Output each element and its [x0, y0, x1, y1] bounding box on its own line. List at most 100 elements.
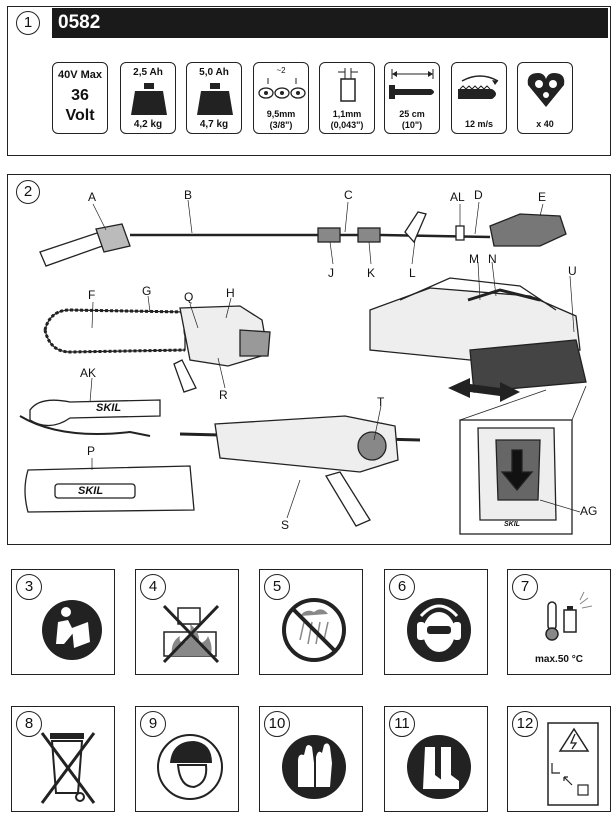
symbol-gloves: 10: [259, 706, 363, 812]
symbol-max-temperature: 7 max.50 °C: [507, 569, 611, 675]
spec-weight: 4,2 kg: [133, 119, 163, 130]
symbol-crossed-bin: 8: [11, 706, 115, 812]
label-g: G: [142, 284, 152, 298]
strap-brand-logo: SKIL: [96, 402, 122, 414]
symbol-read-manual: 3: [11, 569, 115, 675]
spec-weight: 4,7 kg: [199, 119, 229, 130]
symbol-number: 3: [16, 574, 42, 600]
bar-scabbard: [24, 465, 195, 513]
spec-link-count: x 40: [536, 119, 554, 129]
spec-speed: 12 m/s: [464, 119, 494, 129]
label-t: T: [377, 395, 385, 409]
handle-detail: [179, 415, 421, 527]
label-s: S: [281, 518, 290, 532]
symbol-number: 8: [16, 711, 42, 737]
spec-bar-cm: 25 cm: [399, 109, 425, 119]
chain-speed-icon: [458, 75, 499, 99]
section-2-number: 2: [16, 180, 40, 204]
symbol-head-protection: 9: [135, 706, 239, 812]
label-q: Q: [184, 290, 194, 304]
label-j: J: [328, 266, 334, 280]
symbol-eye-ear-protection: 6: [384, 569, 488, 675]
spec-gauge-mm: 1,1mm: [332, 109, 362, 119]
battery-housing-detail: [369, 277, 587, 393]
symbol-electric-hazard: 12: [507, 706, 611, 812]
slide-arrow: [448, 378, 520, 402]
spec-chain-speed: 12 m/s: [451, 62, 507, 134]
spec-voltage-value: 36: [71, 87, 89, 104]
battery-inset: [459, 385, 587, 535]
no-rain-icon: [282, 598, 346, 662]
section-1-frame: [7, 6, 611, 156]
label-n: N: [488, 252, 497, 266]
symbol-number: 9: [140, 711, 166, 737]
temperature-caption: max.50 °C: [535, 654, 583, 665]
spec-chain-gauge: 1,1mm (0,043"): [319, 62, 375, 134]
spec-gauge-inch: (0,043"): [330, 120, 364, 130]
spec-weight-5ah: 5,0 Ah 4,7 kg: [186, 62, 242, 134]
label-l: L: [409, 266, 416, 280]
symbol-no-fire: 4: [135, 569, 239, 675]
spec-battery-capacity: 2,5 Ah: [133, 67, 163, 78]
symbol-number: 7: [512, 574, 538, 600]
label-a: A: [88, 190, 97, 204]
spec-voltage-max: 40V Max: [57, 69, 103, 81]
label-b: B: [184, 188, 193, 202]
inset-brand-logo: SKIL: [504, 521, 520, 528]
model-number-header: 0582: [52, 8, 608, 38]
label-r: R: [219, 388, 228, 402]
label-m: M: [469, 252, 479, 266]
chain-pitch-icon: [258, 78, 306, 99]
max-temperature-icon: [545, 591, 593, 641]
electric-hazard-icon: [547, 722, 599, 806]
scabbard-brand-logo: SKIL: [78, 485, 104, 497]
pole-saw-full: [39, 211, 567, 267]
section-1-number: 1: [16, 11, 40, 35]
read-manual-icon: [42, 600, 102, 660]
spec-voltage-unit: Volt: [65, 107, 95, 124]
label-h: H: [226, 286, 235, 300]
spec-pitch-inch: (3/8"): [269, 120, 293, 130]
label-e: E: [538, 190, 547, 204]
label-p: P: [87, 444, 96, 458]
weight-icon: [131, 83, 167, 115]
section-2-frame: [7, 174, 611, 545]
head-protection-icon: [157, 734, 223, 800]
symbol-number: 12: [512, 711, 538, 737]
spec-drive-links: x 40: [517, 62, 573, 134]
harness-strap: [19, 399, 161, 437]
spec-voltage: 40V Max 36 Volt: [52, 62, 108, 134]
label-al: AL: [450, 190, 465, 204]
chain-gauge-icon: [338, 68, 358, 102]
weight-icon: [197, 83, 233, 115]
no-fire-disposal-icon: [162, 604, 220, 664]
spec-bar-length: 25 cm (10"): [384, 62, 440, 134]
drive-link-icon: [527, 73, 565, 107]
symbol-number: 11: [389, 711, 415, 737]
spec-bar-inch: (10"): [401, 120, 423, 130]
label-d: D: [474, 188, 483, 202]
crossed-bin-icon: [40, 732, 96, 804]
label-ag: AG: [580, 504, 598, 518]
spec-pitch-marker: ~2: [276, 66, 286, 75]
symbol-number: 10: [264, 711, 290, 737]
eye-ear-protection-icon: [407, 598, 471, 662]
guide-bar-icon: [389, 69, 434, 99]
spec-pitch-mm: 9,5mm: [266, 109, 296, 119]
label-ak: AK: [80, 366, 97, 380]
label-f: F: [88, 288, 96, 302]
boots-icon: [407, 735, 471, 799]
symbol-number: 4: [140, 574, 166, 600]
label-c: C: [344, 188, 353, 202]
gloves-icon: [282, 735, 346, 799]
symbol-boots: 11: [384, 706, 488, 812]
spec-weight-2-5ah: 2,5 Ah 4,2 kg: [120, 62, 176, 134]
symbol-no-rain: 5: [259, 569, 363, 675]
label-u: U: [568, 264, 577, 278]
symbol-number: 5: [264, 574, 290, 600]
spec-chain-pitch: ~2 9,5mm (3/8"): [253, 62, 309, 134]
saw-head-detail: [43, 305, 271, 393]
label-k: K: [367, 266, 376, 280]
symbol-number: 6: [389, 574, 415, 600]
